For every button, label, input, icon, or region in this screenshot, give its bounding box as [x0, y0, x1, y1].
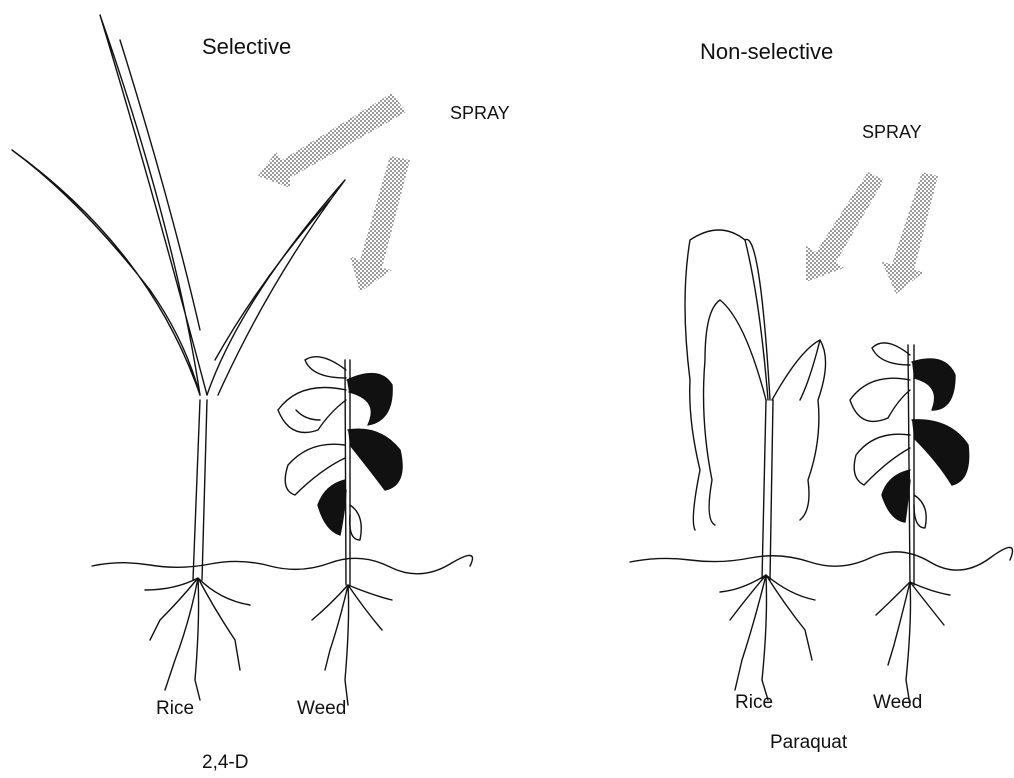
left-panel-title: Selective: [202, 34, 291, 60]
right-weed-label: Weed: [873, 692, 922, 714]
left-soil-line: [92, 555, 473, 573]
left-crop-label: Rice: [156, 698, 194, 720]
right-spray-arrow-1: [806, 172, 884, 282]
right-rice-plant: [685, 230, 826, 700]
left-spray-label: SPRAY: [450, 103, 510, 124]
left-spray-arrow-2: [350, 156, 410, 292]
right-crop-label: Rice: [735, 692, 773, 714]
left-weed-plant: [278, 357, 402, 705]
left-weed-label: Weed: [297, 698, 346, 720]
right-weed-plant: [850, 343, 969, 705]
left-rice-plant: [12, 15, 345, 700]
right-soil-line: [630, 547, 1013, 570]
right-herbicide-label: Paraquat: [770, 732, 847, 754]
right-panel-title: Non-selective: [700, 39, 833, 65]
right-spray-label: SPRAY: [862, 122, 922, 143]
left-herbicide-label: 2,4-D: [202, 752, 248, 774]
right-spray-arrow-2: [882, 172, 938, 294]
left-spray-arrow-1: [258, 93, 406, 188]
